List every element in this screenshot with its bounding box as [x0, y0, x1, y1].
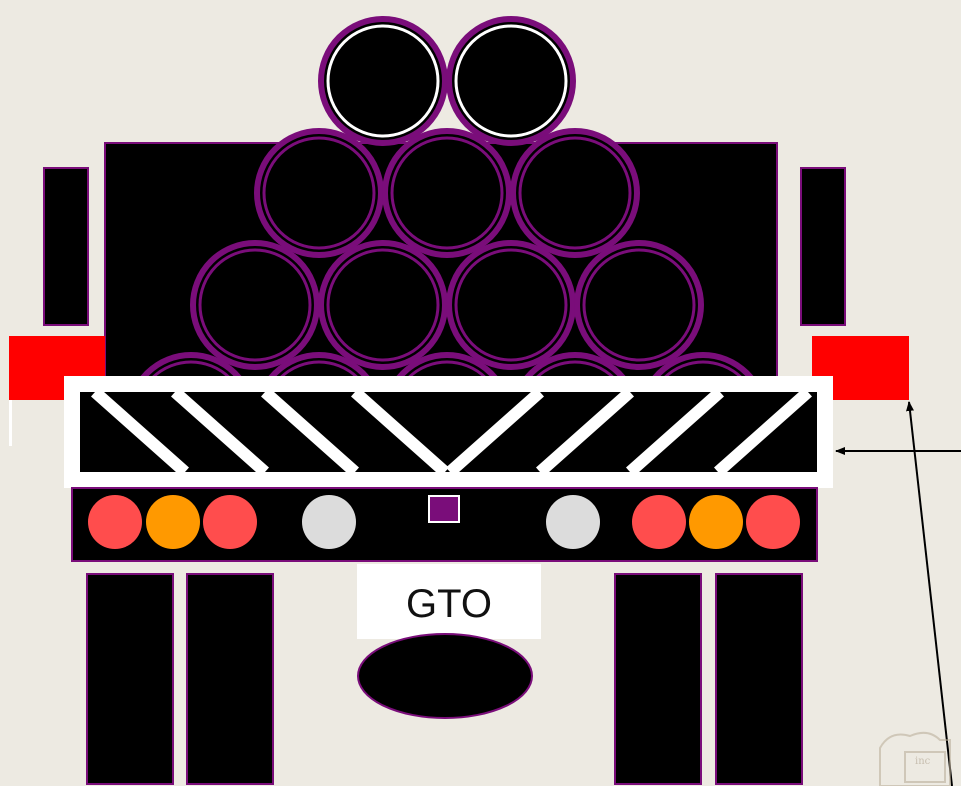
rear-differential: [358, 634, 532, 718]
right-outer-tire: [716, 574, 802, 784]
cargo-pipe: [577, 243, 701, 367]
right-mirror: [801, 168, 845, 325]
mud-flap-pointer-arrow: [909, 402, 952, 786]
right-inner-tire: [615, 574, 701, 784]
right-reverse-lamp: [546, 495, 600, 549]
license-plate-text: GTO: [406, 582, 492, 626]
cargo-pipe: [321, 243, 445, 367]
logo-watermark: inc: [880, 733, 950, 786]
tail-lamp-red: [88, 495, 142, 549]
center-marker-lamp: [429, 496, 459, 522]
tail-lamp-red: [632, 495, 686, 549]
logo-text: inc: [915, 756, 931, 767]
cargo-pipe: [449, 19, 573, 143]
left-reverse-lamp: [302, 495, 356, 549]
cargo-pipe: [257, 131, 381, 255]
cargo-pipe: [513, 131, 637, 255]
left-inner-tire: [187, 574, 273, 784]
tail-lamp-amber: [689, 495, 743, 549]
tail-lamp-red: [746, 495, 800, 549]
cargo-pipe: [321, 19, 445, 143]
tail-lamp-amber: [146, 495, 200, 549]
cargo-pipe: [193, 243, 317, 367]
cargo-pipe: [449, 243, 573, 367]
left-mirror: [44, 168, 88, 325]
left-flap-bracket: [9, 400, 12, 446]
left-outer-tire: [87, 574, 173, 784]
cargo-pipe: [385, 131, 509, 255]
tail-lamp-red: [203, 495, 257, 549]
